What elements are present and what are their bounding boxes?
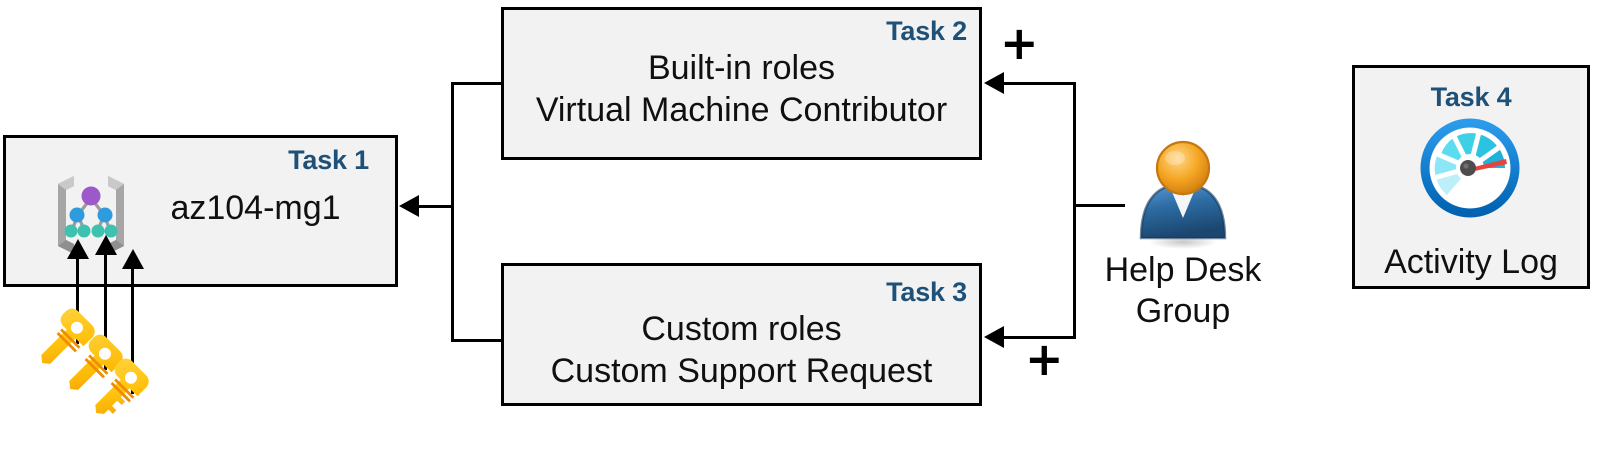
user-icon [1133,140,1233,250]
task4-label: Task 4 [1430,82,1512,112]
task3-label: Task 3 [886,277,967,307]
key-arrow-head-2 [95,235,117,255]
task2-text: Built-in roles Virtual Machine Contribut… [504,48,979,132]
arrow-into-task2 [984,72,1004,94]
plus-operator-top: + [1000,16,1039,70]
connector-left-vertical [451,82,454,342]
task3-line1: Custom roles [641,310,842,348]
arrow-into-task3 [984,326,1004,348]
management-group-icon [50,172,132,258]
key-arrow-head-3 [122,249,144,269]
connector-right-vertical [1073,82,1076,338]
connector-right-to-task3 [1003,336,1076,339]
helpdesk-label-line2: Group [1135,292,1231,331]
task4-text: Activity Log [1384,243,1558,281]
task3-line2: Custom Support Request [550,351,933,390]
task2-box[interactable]: Task 2 Built-in roles Virtual Machine Co… [501,7,982,160]
task3-text: Custom roles Custom Support Request [504,309,979,393]
connector-to-task1 [418,205,454,208]
keys-icon [38,308,168,446]
task2-line2: Virtual Machine Contributor [535,90,948,129]
key-arrow-shaft-2 [104,252,107,370]
task2-line1: Built-in roles [647,49,836,87]
plus-operator-bottom: + [1025,332,1064,386]
key-arrow-shaft-3 [131,266,134,394]
task4-box[interactable]: Task 4 Activity Log [1352,65,1590,289]
task1-box[interactable]: Task 1 az104-mg1 [3,135,398,287]
key-arrow-shaft-1 [76,256,79,344]
connector-task3-left-stub [451,339,503,342]
connector-right-to-task2 [1003,82,1076,85]
task3-box[interactable]: Task 3 Custom roles Custom Support Reque… [501,263,982,406]
activity-log-gauge-icon [1414,118,1526,218]
helpdesk-label-line1: Help Desk [1104,251,1262,289]
connector-task2-left-stub [451,82,503,85]
arrow-into-task1 [399,195,419,217]
task1-title: az104-mg1 [170,189,341,227]
task1-label: Task 1 [288,145,369,175]
task2-label: Task 2 [886,16,967,46]
key-arrow-head-1 [67,239,89,259]
helpdesk-group-label: Help Desk Group [1063,250,1303,333]
connector-helpdesk-stem [1073,204,1125,207]
